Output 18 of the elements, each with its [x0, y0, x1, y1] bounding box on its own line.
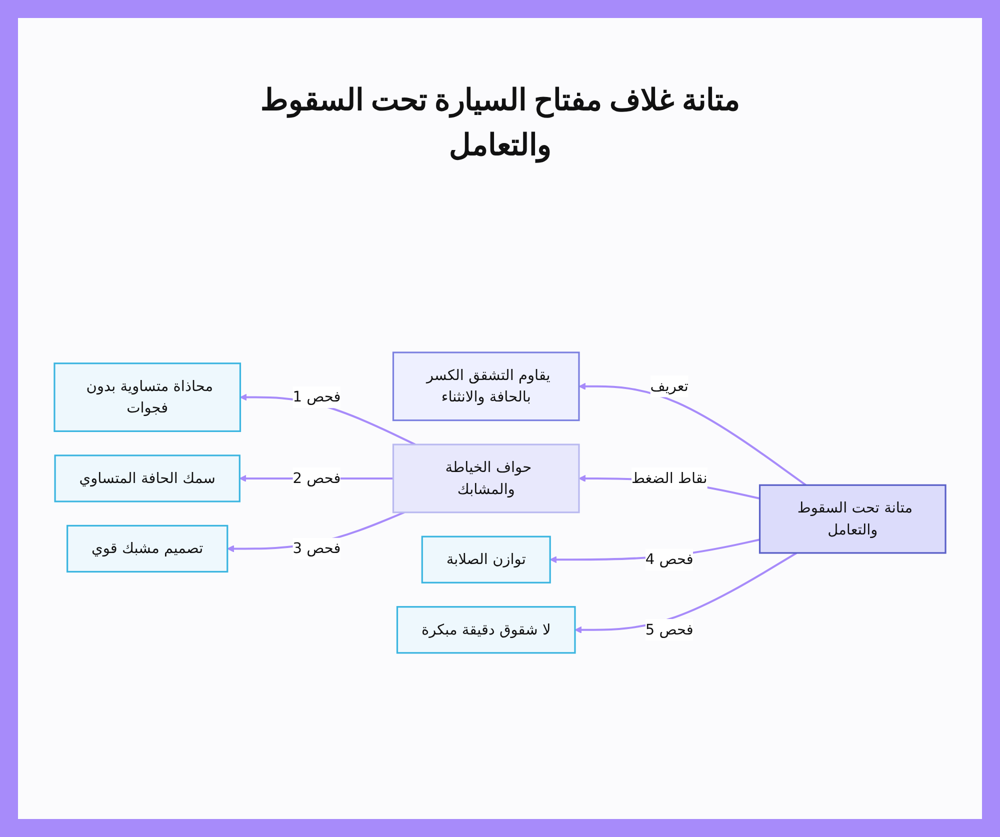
node-box: تصميم مشبك قوي	[66, 525, 228, 573]
edge-label: فحص 2	[292, 470, 341, 488]
edge-label: فحص 5	[645, 622, 694, 639]
edge-label: تعريف	[650, 378, 688, 396]
node-box: حواف الخياطة والمشابك	[392, 444, 580, 514]
node-box: سمك الحافة المتساوي	[54, 454, 240, 503]
edge-label: فحص 3	[292, 540, 341, 558]
edge-label: فحص 4	[645, 551, 694, 568]
arrow	[578, 383, 806, 486]
node-box: محاذاة متساوية بدون فجوات	[54, 362, 242, 432]
edge-label: فحص 1	[292, 389, 341, 406]
diagram-title: متانة غلاف مفتاح السيارة تحت السقوط والتعامل	[260, 83, 740, 165]
edge-label: نقاط الضغط	[631, 470, 708, 488]
arrow	[574, 552, 798, 634]
node-box: يقاوم التشقق الكسر بالحافة والانثناء	[392, 352, 580, 422]
node-box: توازن الصلابة	[421, 536, 551, 584]
node-box: متانة تحت السقوط والتعامل	[758, 484, 946, 554]
node-box: لا شقوق دقيقة مبكرة	[396, 606, 576, 654]
